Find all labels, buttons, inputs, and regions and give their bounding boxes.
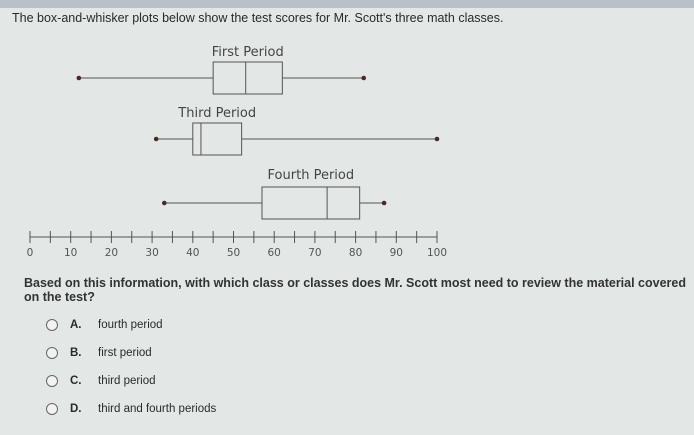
box — [192, 122, 243, 156]
box-plot-1: Third Period — [153, 106, 440, 156]
box-plot-2: Fourth Period — [162, 168, 387, 220]
x-tick-label: 10 — [64, 247, 77, 259]
x-tick-label: 70 — [308, 247, 321, 259]
option-text: fourth period — [98, 319, 163, 331]
radio-icon[interactable] — [46, 403, 58, 415]
max-point — [361, 75, 367, 81]
x-tick-label: 80 — [349, 247, 362, 259]
series-label: First Period — [212, 45, 284, 60]
radio-icon[interactable] — [46, 375, 58, 387]
option-text: third and fourth periods — [98, 403, 217, 415]
option-text: first period — [98, 347, 152, 359]
option-letter: A. — [70, 319, 82, 331]
max-point — [381, 200, 387, 206]
option-a[interactable]: A. fourth period — [46, 319, 163, 331]
question-text: Based on this information, with which cl… — [24, 276, 686, 304]
max-point — [434, 136, 440, 142]
prompt-text: The box-and-whisker plots below show the… — [12, 11, 504, 25]
x-tick-label: 40 — [186, 247, 199, 259]
min-point — [162, 200, 167, 206]
top-band — [0, 0, 694, 8]
series-label: Third Period — [177, 106, 256, 121]
option-d[interactable]: D. third and fourth periods — [46, 403, 216, 415]
x-tick-label: 20 — [105, 247, 118, 259]
radio-icon[interactable] — [46, 319, 58, 331]
x-tick-label: 90 — [390, 247, 403, 259]
option-c[interactable]: C. third period — [46, 375, 156, 387]
option-letter: C. — [70, 375, 82, 387]
series-label: Fourth Period — [268, 168, 355, 183]
option-letter: D. — [70, 403, 82, 415]
option-letter: B. — [70, 347, 82, 359]
option-b[interactable]: B. first period — [46, 347, 152, 359]
box — [261, 186, 361, 220]
x-tick-label: 0 — [27, 247, 34, 259]
radio-icon[interactable] — [46, 347, 58, 359]
option-text: third period — [98, 375, 156, 387]
x-tick-label: 30 — [145, 247, 158, 259]
min-point — [153, 136, 159, 142]
box-plot-0: First Period — [76, 45, 367, 95]
x-tick-label: 60 — [268, 247, 281, 259]
x-tick-label: 50 — [227, 247, 240, 259]
x-tick-label: 100 — [427, 247, 447, 259]
box — [212, 61, 283, 95]
min-point — [76, 75, 82, 81]
